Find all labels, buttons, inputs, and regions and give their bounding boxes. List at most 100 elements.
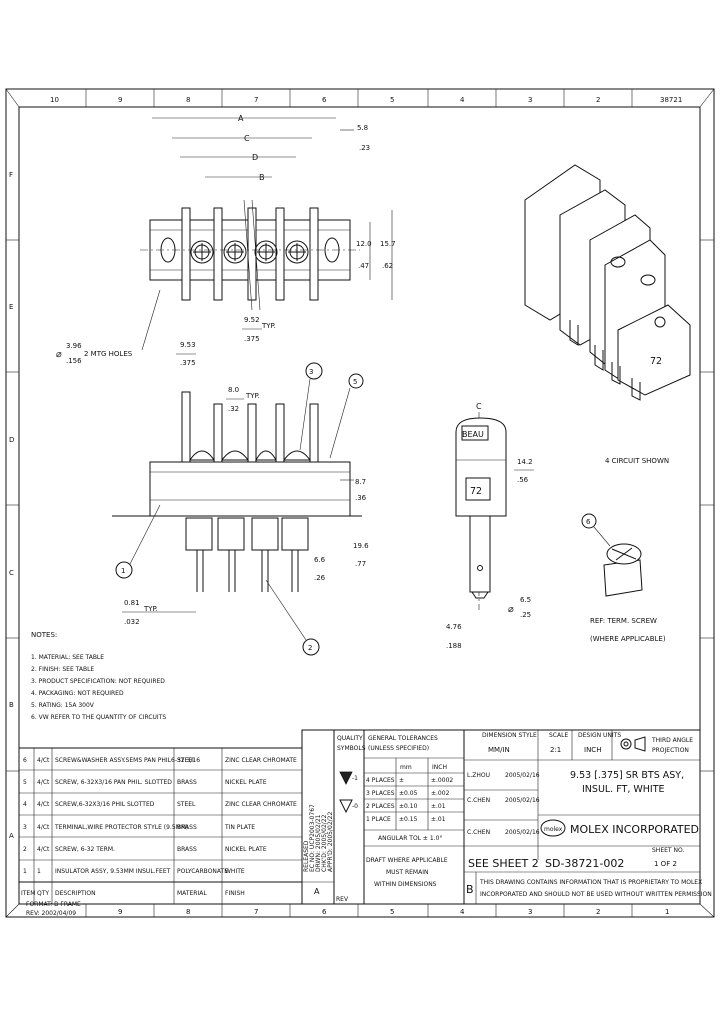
bom-r3-item: 4 bbox=[23, 801, 27, 808]
row-label-f: F bbox=[9, 171, 13, 179]
bom-r5-mat: BRASS bbox=[177, 846, 197, 853]
row-label-d: D bbox=[9, 436, 14, 444]
zone-bottom-6: 4 bbox=[460, 908, 465, 916]
rev-released: RELEASED bbox=[303, 840, 310, 872]
dim-26: .26 bbox=[314, 574, 326, 582]
bom-r2-desc: SCREW, 6-32X3/16 PAN PHIL. SLOTTED bbox=[55, 779, 172, 786]
footer-rev: REV: 2002/04/09 bbox=[26, 910, 76, 917]
zone-bottom-1: 9 bbox=[118, 908, 122, 916]
dim-156: .156 bbox=[66, 357, 82, 365]
zone-top-9: 2 bbox=[596, 96, 600, 104]
tol-r2-inch: ±.002 bbox=[431, 790, 450, 797]
bom-r5-desc: SCREW, 6-32 TERM. bbox=[55, 846, 115, 853]
outer-border bbox=[5, 88, 715, 918]
balloon-5-label: 5 bbox=[353, 378, 357, 386]
notes-title: NOTES: bbox=[31, 631, 57, 639]
tol-r2-label: 3 PLACES bbox=[366, 790, 395, 797]
zone-labels-top: 10 9 8 7 6 5 4 3 2 38721 bbox=[50, 96, 682, 104]
dim-typ-1: TYP. bbox=[261, 322, 276, 330]
row-label-a: A bbox=[9, 832, 14, 840]
side-view-body bbox=[455, 417, 507, 517]
tol-draft-2: MUST REMAIN bbox=[386, 869, 428, 876]
units-value: MM/IN bbox=[488, 746, 510, 754]
dim-6-5: 6.5 bbox=[520, 596, 531, 604]
top-screws bbox=[190, 240, 309, 264]
bom-r1-desc: SCREW&WASHER ASSY.SEMS PAN PHIL6-32 3/16 bbox=[55, 757, 200, 764]
zone-labels-bottom: 9 8 7 6 5 4 3 2 1 bbox=[118, 908, 669, 916]
zone-top-1: 10 bbox=[50, 96, 59, 104]
rev-label: REV bbox=[336, 896, 349, 903]
drwn-date: 2005/02/16 bbox=[505, 772, 540, 779]
bom-r5-item: 2 bbox=[23, 846, 27, 853]
tol-r3-mm: ±0.10 bbox=[399, 803, 418, 810]
side-view: C BEAU 72 14.2 .56 4.76 .188 6.5 .25 ⌀ bbox=[446, 402, 534, 650]
zone-top-6: 5 bbox=[390, 96, 394, 104]
quality-sym2: -0 bbox=[352, 803, 358, 810]
dim-56: .56 bbox=[517, 476, 529, 484]
zone-top-3: 8 bbox=[186, 96, 190, 104]
tol-r3-inch: ±.01 bbox=[431, 803, 446, 810]
notes: NOTES: 1. MATERIAL: SEE TABLE 2. FINISH:… bbox=[31, 631, 166, 721]
tol-r3-label: 2 PLACES bbox=[366, 803, 395, 810]
iso-end-block bbox=[617, 304, 691, 396]
bom-r1-mat: STEEL bbox=[177, 757, 196, 764]
bom-r6-qty: 1 bbox=[37, 868, 41, 875]
dim-19-6: 19.6 bbox=[353, 542, 369, 550]
tolerance-block: GENERAL TOLERANCES (UNLESS SPECIFIED) mm… bbox=[363, 729, 465, 905]
footer-format: FORMAT: B-FRAME bbox=[26, 901, 81, 908]
bom-r4-item: 3 bbox=[23, 824, 27, 831]
tol-r1-mm: ± bbox=[399, 777, 404, 784]
dim-36: .36 bbox=[355, 494, 367, 502]
bom-r6-desc: INSULATOR ASSY, 9.53MM INSUL.FEET bbox=[55, 868, 171, 875]
quality-label-1: QUALITY bbox=[337, 735, 363, 742]
svg-text:⌀: ⌀ bbox=[56, 349, 62, 360]
balloon-3-label: 3 bbox=[309, 368, 313, 376]
balloon-6-label: 6 bbox=[586, 518, 591, 526]
tol-r4-mm: ±0.15 bbox=[399, 816, 418, 823]
svg-text:⌀: ⌀ bbox=[508, 604, 514, 615]
see-sheet: SEE SHEET 2 bbox=[468, 857, 539, 870]
front-view: 8.0 TYP. .32 8.7 .36 19.6 .77 6. bbox=[112, 362, 369, 656]
dim-12-0: 12.0 bbox=[356, 240, 372, 248]
zone-bottom-9: 1 bbox=[665, 908, 669, 916]
zone-top-2: 9 bbox=[118, 96, 122, 104]
dim-3-96: 3.96 bbox=[66, 342, 82, 350]
dim-9-52: 9.52 bbox=[244, 316, 260, 324]
dim-15-7: 15.7 bbox=[380, 240, 396, 248]
dim-b: B bbox=[259, 173, 265, 182]
dim-9-53: 9.53 bbox=[180, 341, 196, 349]
bom-r1-item: 6 bbox=[23, 757, 27, 764]
chkd-date: 2005/02/16 bbox=[505, 797, 540, 804]
dim-8-0: 8.0 bbox=[228, 386, 239, 394]
rev-letter: A bbox=[314, 887, 320, 896]
zone-bottom-4: 6 bbox=[322, 908, 327, 916]
dim-375: .375 bbox=[244, 335, 260, 343]
dim-6-6: 6.6 bbox=[314, 556, 326, 564]
dim-47: .47 bbox=[358, 262, 369, 270]
proprietary-1: THIS DRAWING CONTAINS INFORMATION THAT I… bbox=[479, 879, 702, 886]
screw-note-1: REF: TERM. SCREW bbox=[590, 617, 657, 625]
row-ticks bbox=[6, 239, 714, 772]
design-units-label: DESIGN UNITS bbox=[578, 732, 621, 739]
drawing-title-1: 9.53 [.375] SR BTS ASY, bbox=[570, 770, 684, 781]
bom-header-qty: QTY bbox=[37, 890, 49, 897]
dim-62: .62 bbox=[382, 262, 393, 270]
rev-ecn: EC NO: UCP2003-0767 bbox=[309, 804, 316, 872]
tol-draft-3: WITHIN DIMENSIONS bbox=[374, 881, 437, 888]
bom-r2-item: 5 bbox=[23, 779, 27, 786]
appr-date: 2005/02/16 bbox=[505, 829, 540, 836]
tol-title-1: GENERAL TOLERANCES bbox=[368, 735, 438, 742]
molex-logo-text: molex bbox=[544, 826, 563, 833]
isometric-view: 72 4 CIRCUIT SHOWN bbox=[524, 164, 691, 465]
tol-col-inch: INCH bbox=[432, 764, 447, 771]
drawing-title-2: INSUL. FT, WHITE bbox=[582, 784, 665, 795]
scale-label: SCALE bbox=[549, 732, 568, 739]
balloon-3-4 bbox=[305, 362, 323, 380]
molex-logo bbox=[540, 819, 566, 837]
rev-appr: APPR'D: 2005/02/22 bbox=[327, 812, 334, 872]
dim-typ-2: TYP. bbox=[245, 392, 260, 400]
appr-by: C.CHEN bbox=[467, 829, 490, 836]
dim-c: C bbox=[244, 134, 250, 143]
tol-r4-inch: ±.01 bbox=[431, 816, 446, 823]
sheet-number: 1 OF 2 bbox=[654, 860, 677, 868]
